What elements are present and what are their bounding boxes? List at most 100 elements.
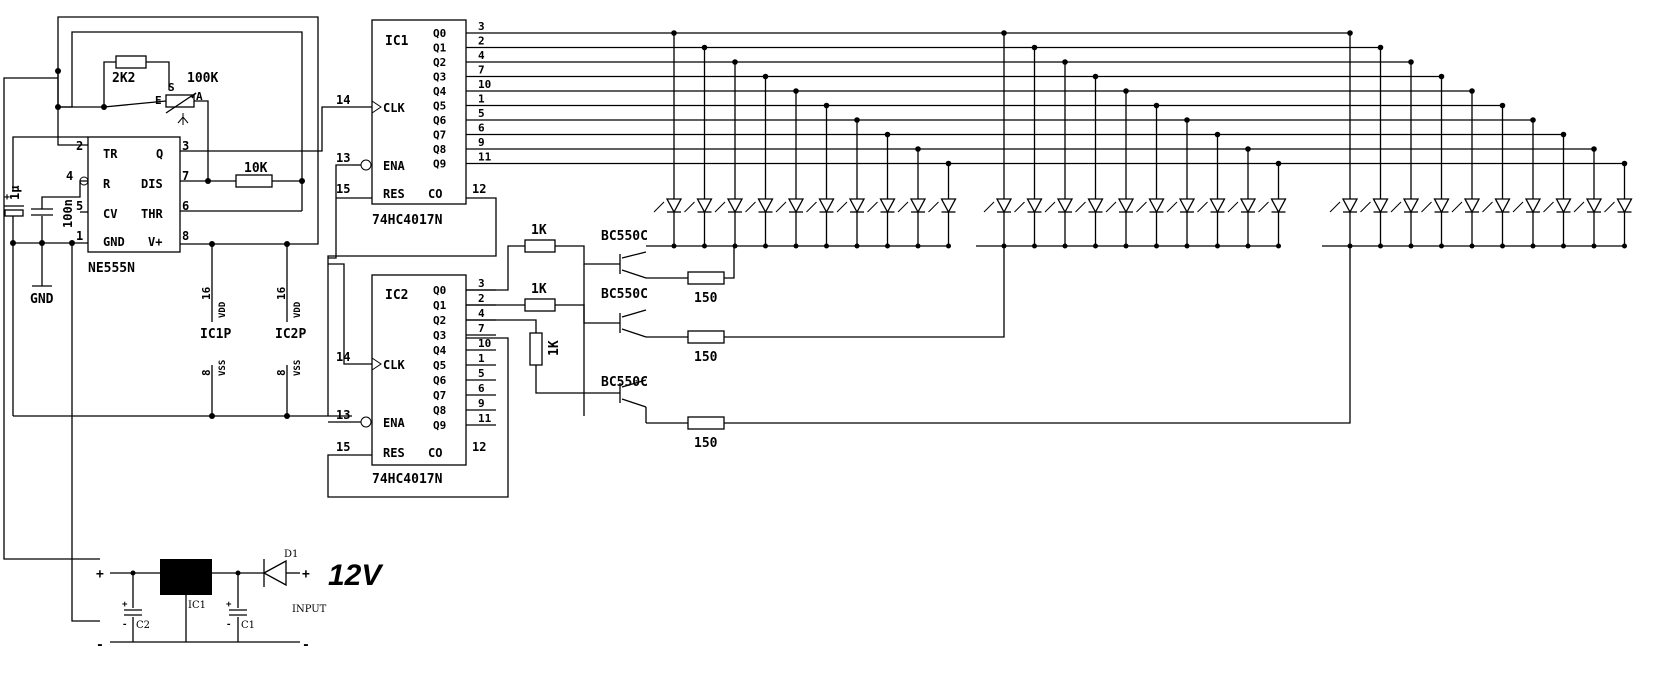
led-2-5 — [1148, 198, 1165, 214]
led-1-3 — [757, 198, 774, 214]
cap-1u-plus-mark: + — [4, 192, 10, 203]
junction-dot — [732, 59, 738, 65]
junction-dot — [1153, 102, 1160, 109]
junction-dot — [1092, 73, 1099, 80]
junction-dot — [1093, 243, 1098, 249]
supply-out-plus: + — [96, 567, 104, 582]
ic2-res-label: RES — [383, 446, 405, 460]
junction-dot — [1377, 44, 1384, 51]
junction-dot — [1469, 88, 1475, 94]
junction-dot — [915, 146, 921, 152]
ic1-out-pin-0: 3 — [478, 20, 485, 33]
transistor-drivers: 1K 1K 1K BC550C BC550C BC550C 150 150 15… — [466, 223, 1351, 451]
ic2-out-label-2: Q2 — [433, 314, 446, 327]
ic2-out-pin-0: 3 — [478, 277, 485, 290]
ic1-ena-label: ENA — [383, 159, 405, 173]
led-1-0 — [665, 198, 683, 214]
ic2-clk-label: CLK — [383, 358, 405, 372]
diode-label: D1 — [284, 549, 298, 560]
junction-dot — [1123, 88, 1129, 94]
ic2p-vss-label: VSS — [293, 360, 303, 376]
junction-dot — [1408, 243, 1414, 249]
junction-dot — [854, 117, 860, 123]
led-light-arrows — [983, 201, 995, 213]
junction-dot — [1184, 243, 1190, 249]
junction-dot — [884, 131, 891, 138]
ic2-out-pin-8: 9 — [478, 397, 485, 410]
led-light-arrows — [745, 201, 756, 213]
ne555-pin-number-4: 4 — [66, 169, 73, 183]
junction-dot — [1276, 243, 1281, 249]
junction-dot — [1062, 59, 1068, 65]
base-resistor-2 — [524, 298, 556, 312]
collector-resistor-2 — [687, 330, 725, 344]
led-2-4 — [1117, 198, 1135, 214]
ic1p-label: IC1P — [200, 327, 231, 342]
ne555-pin-number-8: 8 — [182, 229, 189, 243]
ne555-pin-gnd: GND — [103, 235, 125, 249]
ic2p-vdd-label: VDD — [293, 301, 303, 318]
led-1-7 — [879, 198, 896, 214]
c1-label: C1 — [241, 620, 255, 631]
ic1-out-label-0: Q0 — [433, 27, 446, 40]
ic1-ena-bubble — [360, 159, 372, 171]
ic1-out-label-4: Q4 — [433, 85, 447, 98]
pot-terminal-a: A — [196, 90, 203, 103]
led-2-3 — [1087, 198, 1104, 214]
led-2-2 — [1056, 198, 1074, 214]
led-3-9 — [1616, 198, 1633, 214]
ne555-part-label: NE555N — [88, 261, 135, 276]
ic1-out-pin-1: 2 — [478, 35, 485, 48]
resistor-10k-label: 10K — [244, 161, 268, 176]
c1-plus-mark: + — [226, 600, 232, 610]
ic1-out-pin-6: 5 — [478, 107, 485, 120]
led-light-arrows — [1136, 201, 1147, 213]
c2-minus-mark: - — [122, 620, 127, 630]
led-1-2 — [726, 198, 744, 214]
ic1p-vdd-pin: 16 — [200, 286, 213, 300]
led-light-arrows — [1329, 201, 1341, 213]
led-2-0 — [995, 198, 1013, 214]
junction-dot — [1469, 243, 1475, 249]
ic2-out-pin-6: 5 — [478, 367, 485, 380]
led-light-arrows — [775, 201, 787, 213]
ic2-out-label-0: Q0 — [433, 284, 446, 297]
led-light-arrows — [1573, 201, 1585, 213]
led-3-0 — [1341, 198, 1359, 214]
junction-dot — [1031, 44, 1038, 51]
led-light-arrows — [806, 201, 817, 213]
ne555-body — [87, 136, 181, 253]
transistor-1-label: BC550C — [601, 229, 648, 244]
transistor-2-label: BC550C — [601, 287, 648, 302]
ne555-pin-number-1: 1 — [76, 229, 83, 243]
ic2-out-label-6: Q6 — [433, 374, 447, 387]
junction-dot — [1275, 160, 1282, 167]
ne555-pin-number-5: 5 — [76, 199, 83, 213]
ic1-out-pin-2: 4 — [478, 49, 485, 62]
junction-dot — [1032, 243, 1037, 249]
junction-dot — [1245, 243, 1251, 249]
resistor-2k2 — [115, 55, 147, 69]
junction-dot — [823, 102, 830, 109]
led-light-arrows — [1197, 201, 1208, 213]
ic1-ena-pin: 13 — [336, 151, 350, 165]
led-3-2 — [1402, 198, 1420, 214]
ic1-co-label: CO — [428, 187, 442, 201]
ic2-part: 74HC4017N — [372, 472, 443, 487]
junction-dot — [1622, 243, 1627, 249]
junction-dot — [1439, 243, 1444, 249]
led-2-9 — [1270, 198, 1287, 214]
ne555-pin-thr: THR — [141, 207, 163, 221]
ic1-clk-pin: 14 — [336, 93, 350, 107]
pot-terminal-s: S — [168, 81, 175, 94]
c2-label: C2 — [136, 620, 150, 631]
led-2-6 — [1178, 198, 1196, 214]
pot-terminal-e: E — [155, 94, 162, 107]
junction-dot — [915, 243, 921, 249]
ne555-pin-q: Q — [156, 147, 163, 161]
input-label: INPUT — [292, 604, 327, 615]
ic2-out-label-8: Q8 — [433, 404, 446, 417]
